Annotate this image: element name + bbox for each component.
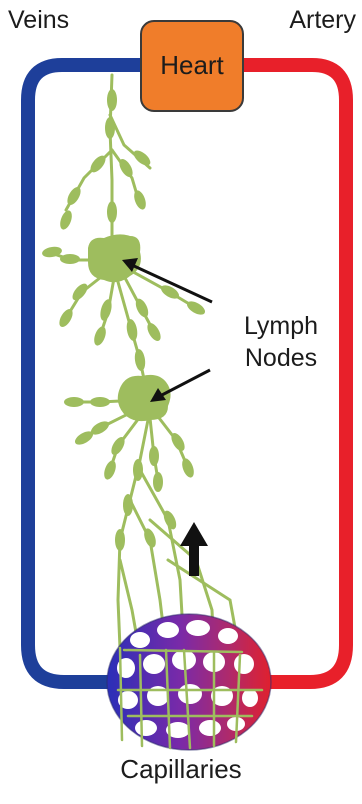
capillaries-label: Capillaries	[0, 754, 362, 785]
heart-box: Heart	[140, 20, 244, 112]
vein-vessel	[28, 65, 150, 682]
veins-label: Veins	[8, 6, 69, 35]
lymph-vessel-valves	[41, 89, 207, 551]
lymph-nodes-label-line2: Nodes	[222, 342, 340, 374]
heart-label: Heart	[142, 50, 242, 81]
lymph-nodes-label-line1: Lymph	[222, 310, 340, 342]
artery-label: Artery	[289, 6, 356, 35]
lymph-nodes-label: Lymph Nodes	[222, 310, 340, 374]
lymph-node-upper	[88, 234, 141, 282]
